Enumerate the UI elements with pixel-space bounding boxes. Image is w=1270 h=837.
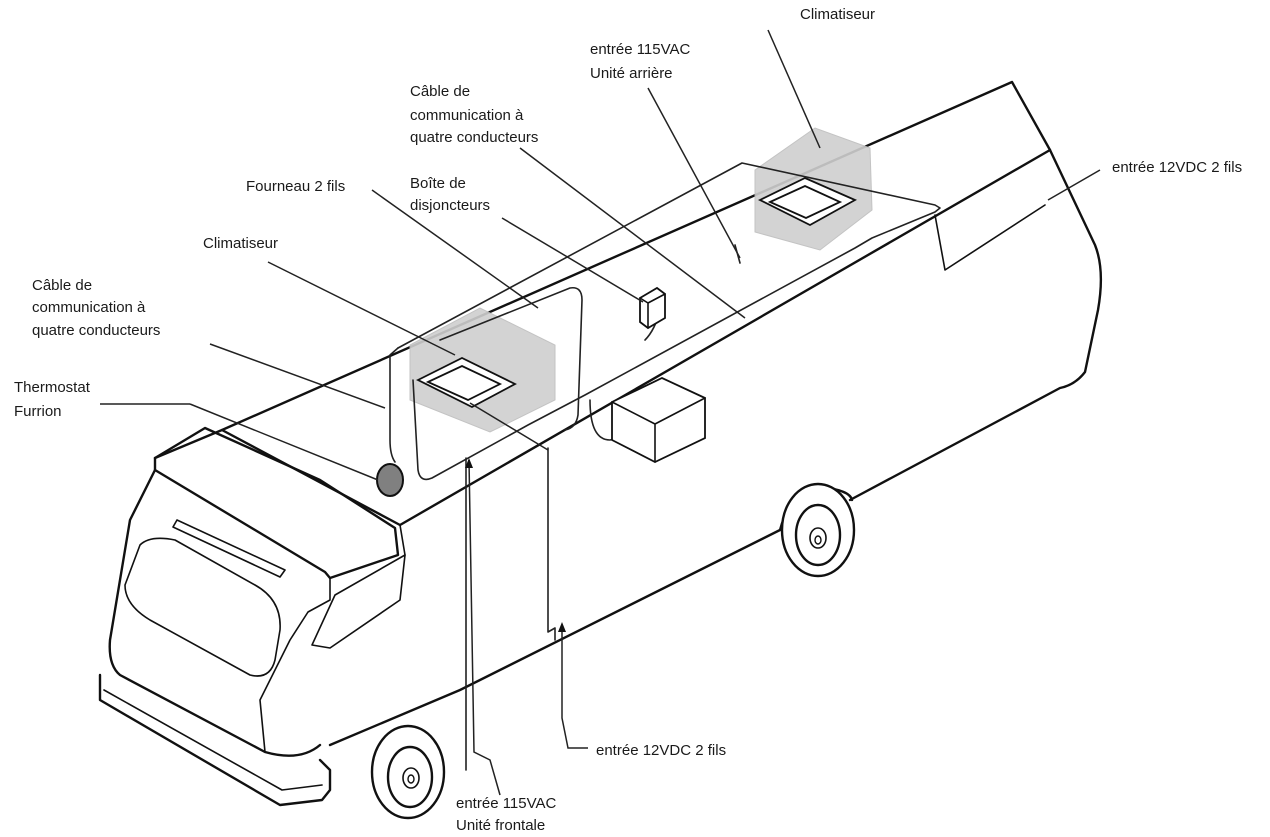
label-furnace: Fourneau 2 fils <box>246 178 345 195</box>
breaker-box <box>639 286 666 330</box>
rv-vent <box>172 519 286 578</box>
rv-cab-front <box>108 428 322 757</box>
arrow-115vac-front <box>465 458 473 468</box>
rv-side-window <box>311 554 406 649</box>
wire-furnace <box>439 286 583 431</box>
label-breaker-line2: disjoncteurs <box>410 197 490 214</box>
rear-wheel <box>780 482 856 578</box>
thermostat-icon <box>376 463 404 497</box>
ac-front <box>409 307 556 433</box>
labels: Climatiseur entrée 115VAC Unité arrière … <box>14 6 1242 834</box>
label-breaker-line1: Boîte de <box>410 175 466 192</box>
wire-thermostat <box>389 347 399 463</box>
ac-rear <box>754 127 873 251</box>
wire-loop <box>397 162 941 481</box>
roof-wiring <box>389 162 941 771</box>
furnace-box <box>611 377 706 464</box>
rv-cab-top-edge <box>259 577 331 753</box>
rv-door-edge <box>399 524 406 556</box>
wire-box <box>589 399 619 441</box>
label-cable-left-line1: Câble de <box>32 277 92 294</box>
label-ac-rear: Climatiseur <box>800 6 875 23</box>
rv-windshield <box>124 537 281 677</box>
label-115vac-front-line1: entrée 115VAC <box>456 795 557 812</box>
label-cable-top-line1: Câble de <box>410 83 470 100</box>
label-115vac-front-line2: Unité frontale <box>456 817 545 834</box>
rv-body <box>98 80 1103 807</box>
leader-lines <box>100 29 1101 796</box>
rv-rear-notch <box>934 204 1046 271</box>
label-cable-left-line2: communication à <box>32 299 146 316</box>
label-ac-front: Climatiseur <box>203 235 278 252</box>
rv-rear-side <box>848 148 1103 502</box>
label-115vac-rear-line1: entrée 115VAC <box>590 41 691 58</box>
arrowheads <box>465 458 566 632</box>
rv-cab-top <box>153 426 400 580</box>
label-12vdc-rear: entrée 12VDC 2 fils <box>1112 159 1242 176</box>
front-wheel <box>370 724 446 820</box>
label-cable-top-line3: quatre conducteurs <box>410 129 538 146</box>
rv-lower-side <box>328 528 782 747</box>
rv-bumper-inner <box>103 689 323 791</box>
label-12vdc-bottom: entrée 12VDC 2 fils <box>596 742 726 759</box>
label-115vac-rear-line2: Unité arrière <box>590 65 673 82</box>
arrow-12vdc <box>558 622 566 632</box>
label-thermostat-line2: Furrion <box>14 403 62 420</box>
label-cable-left-line3: quatre conducteurs <box>32 322 160 339</box>
label-thermostat-line1: Thermostat <box>14 379 91 396</box>
label-cable-top-line2: communication à <box>410 107 524 124</box>
rv-bumper <box>98 673 332 807</box>
wire-12vdc-front <box>547 447 556 641</box>
